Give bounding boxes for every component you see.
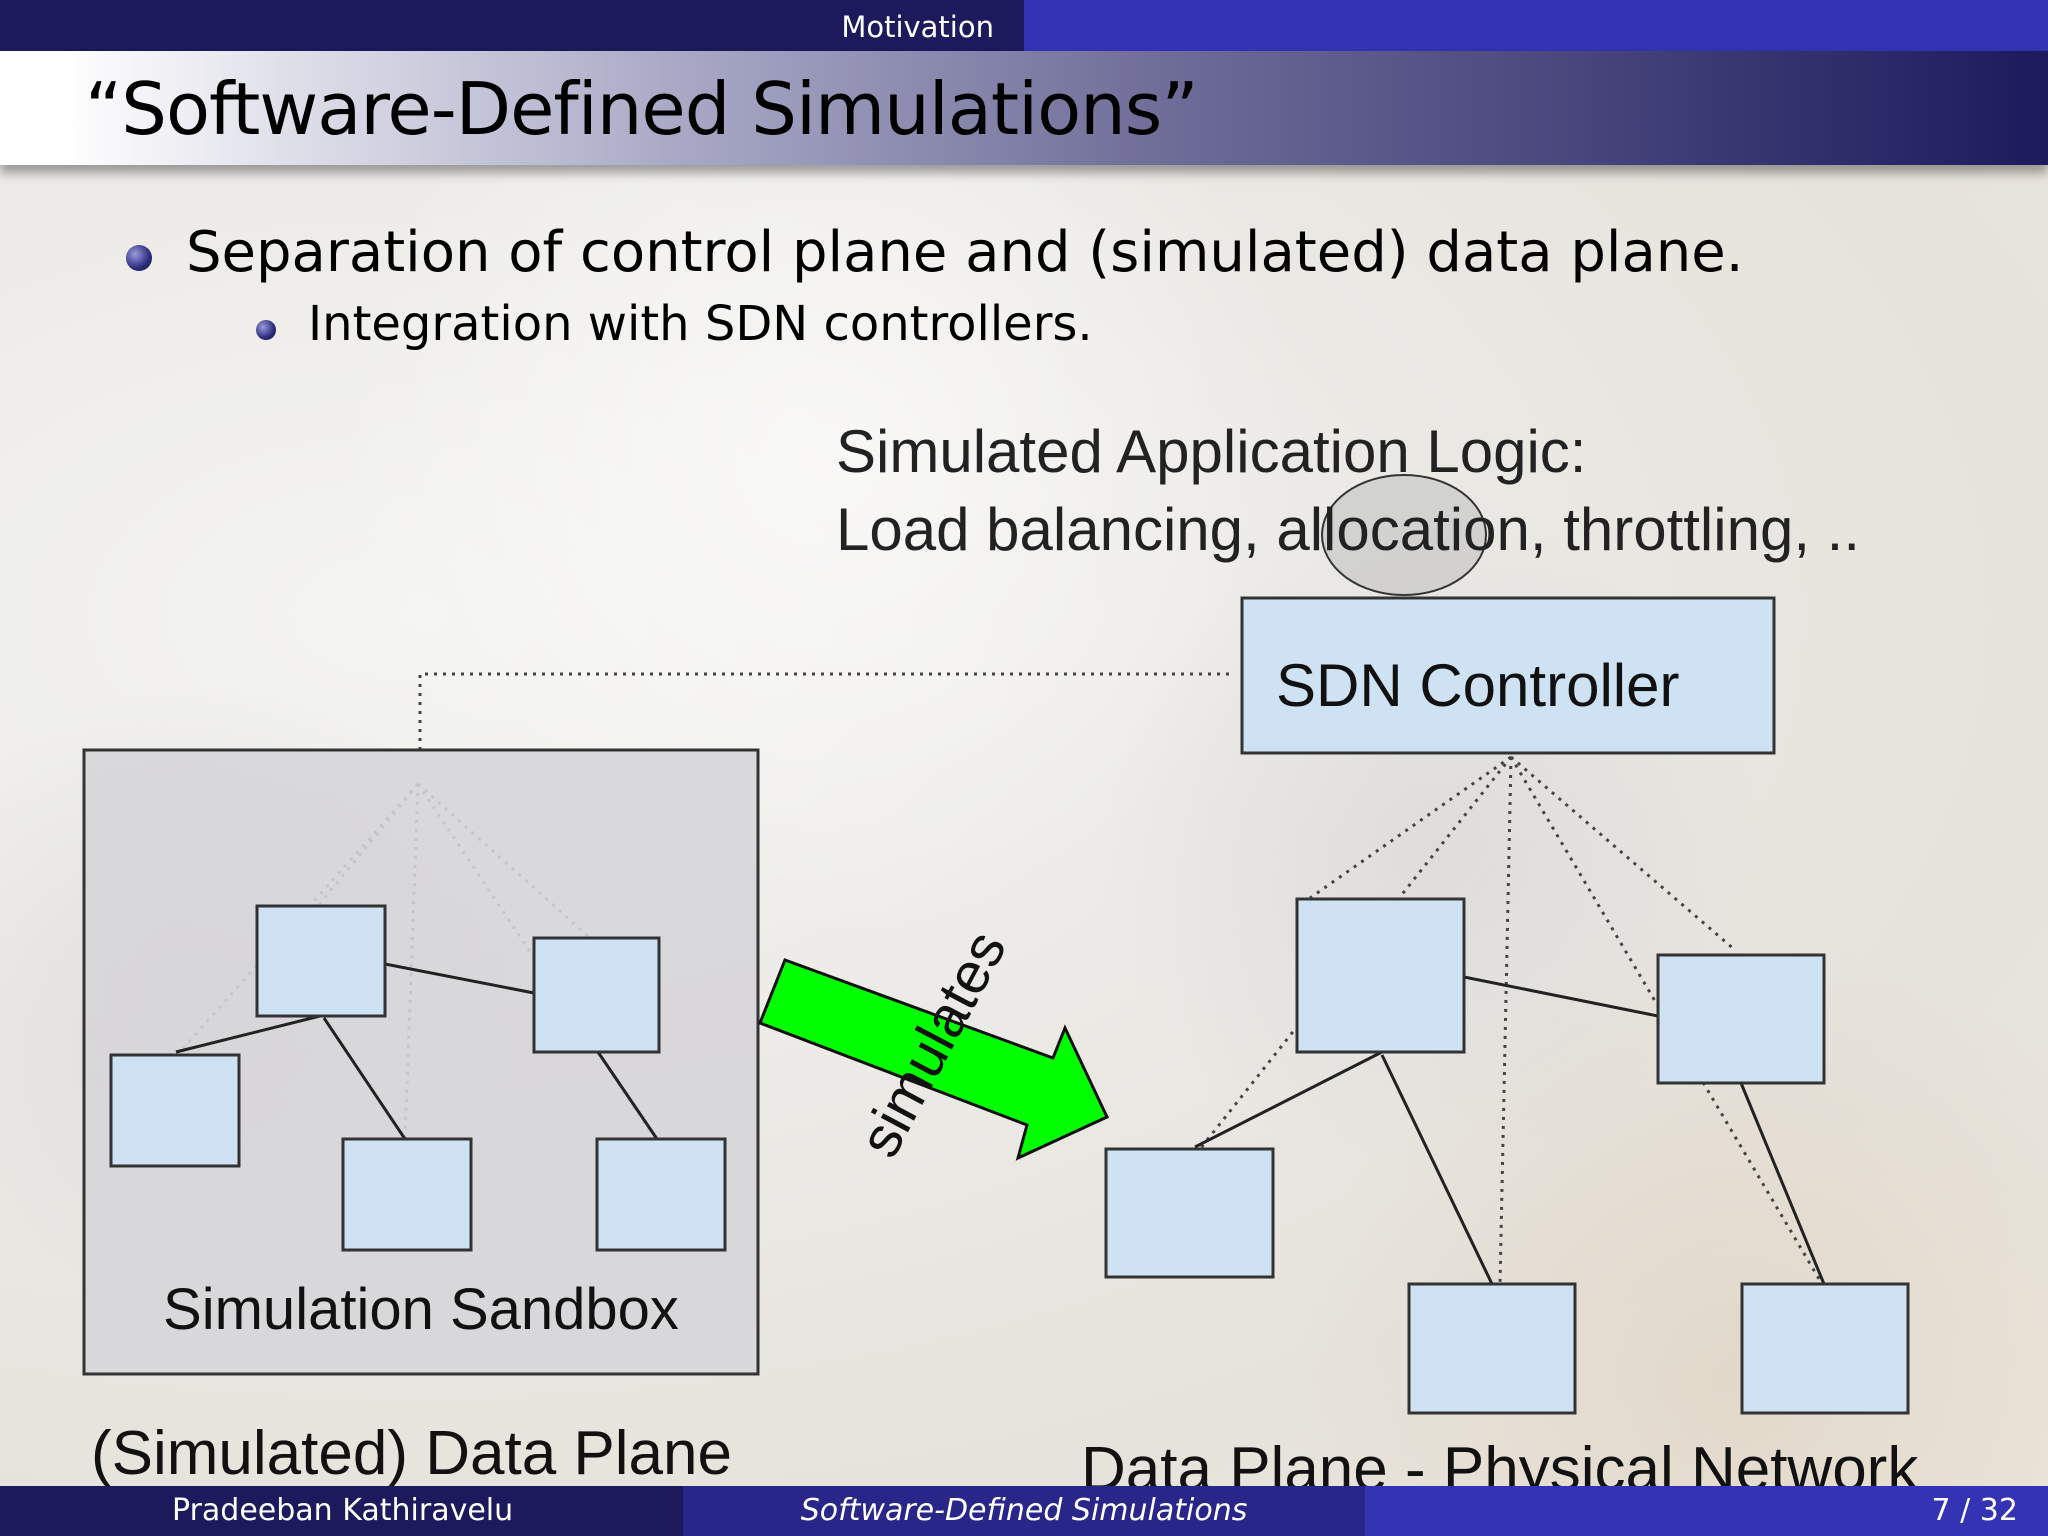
title-bar: “Software-Defined Simulations” <box>0 51 2048 165</box>
sim-node <box>341 1137 473 1252</box>
simulates-arrow-icon <box>758 958 1110 1161</box>
app-logic-line2: Load balancing, allocation, throttling, … <box>836 496 1860 563</box>
bullet-text: Separation of control plane and (simulat… <box>186 220 1744 285</box>
slide-title: “Software-Defined Simulations” <box>85 67 1199 151</box>
sub-bullet-text: Integration with SDN controllers. <box>308 296 1093 352</box>
app-logic-ellipse <box>1321 474 1487 596</box>
physical-node <box>1407 1282 1577 1415</box>
physical-node <box>1295 897 1466 1054</box>
footer: Pradeeban Kathiravelu Software-Defined S… <box>0 1486 2048 1536</box>
sdn-controller-label: SDN Controller <box>1276 652 1679 719</box>
footer-title: Software-Defined Simulations <box>682 1486 1366 1536</box>
physical-node <box>1656 953 1826 1085</box>
sandbox-label: Simulation Sandbox <box>163 1277 679 1342</box>
physical-node <box>1740 1282 1910 1415</box>
sim-node <box>109 1053 241 1168</box>
footer-page-number: 7 / 32 <box>1365 1486 2048 1536</box>
app-logic-line1: Simulated Application Logic: <box>836 418 1586 485</box>
sub-bullet-icon <box>256 320 276 340</box>
sim-node <box>595 1137 727 1252</box>
left-caption: (Simulated) Data Plane <box>91 1419 732 1488</box>
sim-node <box>255 904 387 1018</box>
section-bar: Motivation <box>0 0 2048 51</box>
bullet-icon <box>126 245 152 271</box>
control-link <box>418 672 1234 750</box>
footer-author: Pradeeban Kathiravelu <box>0 1486 683 1536</box>
physical-node <box>1104 1147 1275 1279</box>
sdn-controller-box <box>1240 596 1776 755</box>
sim-node <box>532 936 661 1054</box>
section-title[interactable]: Motivation <box>0 0 1024 51</box>
